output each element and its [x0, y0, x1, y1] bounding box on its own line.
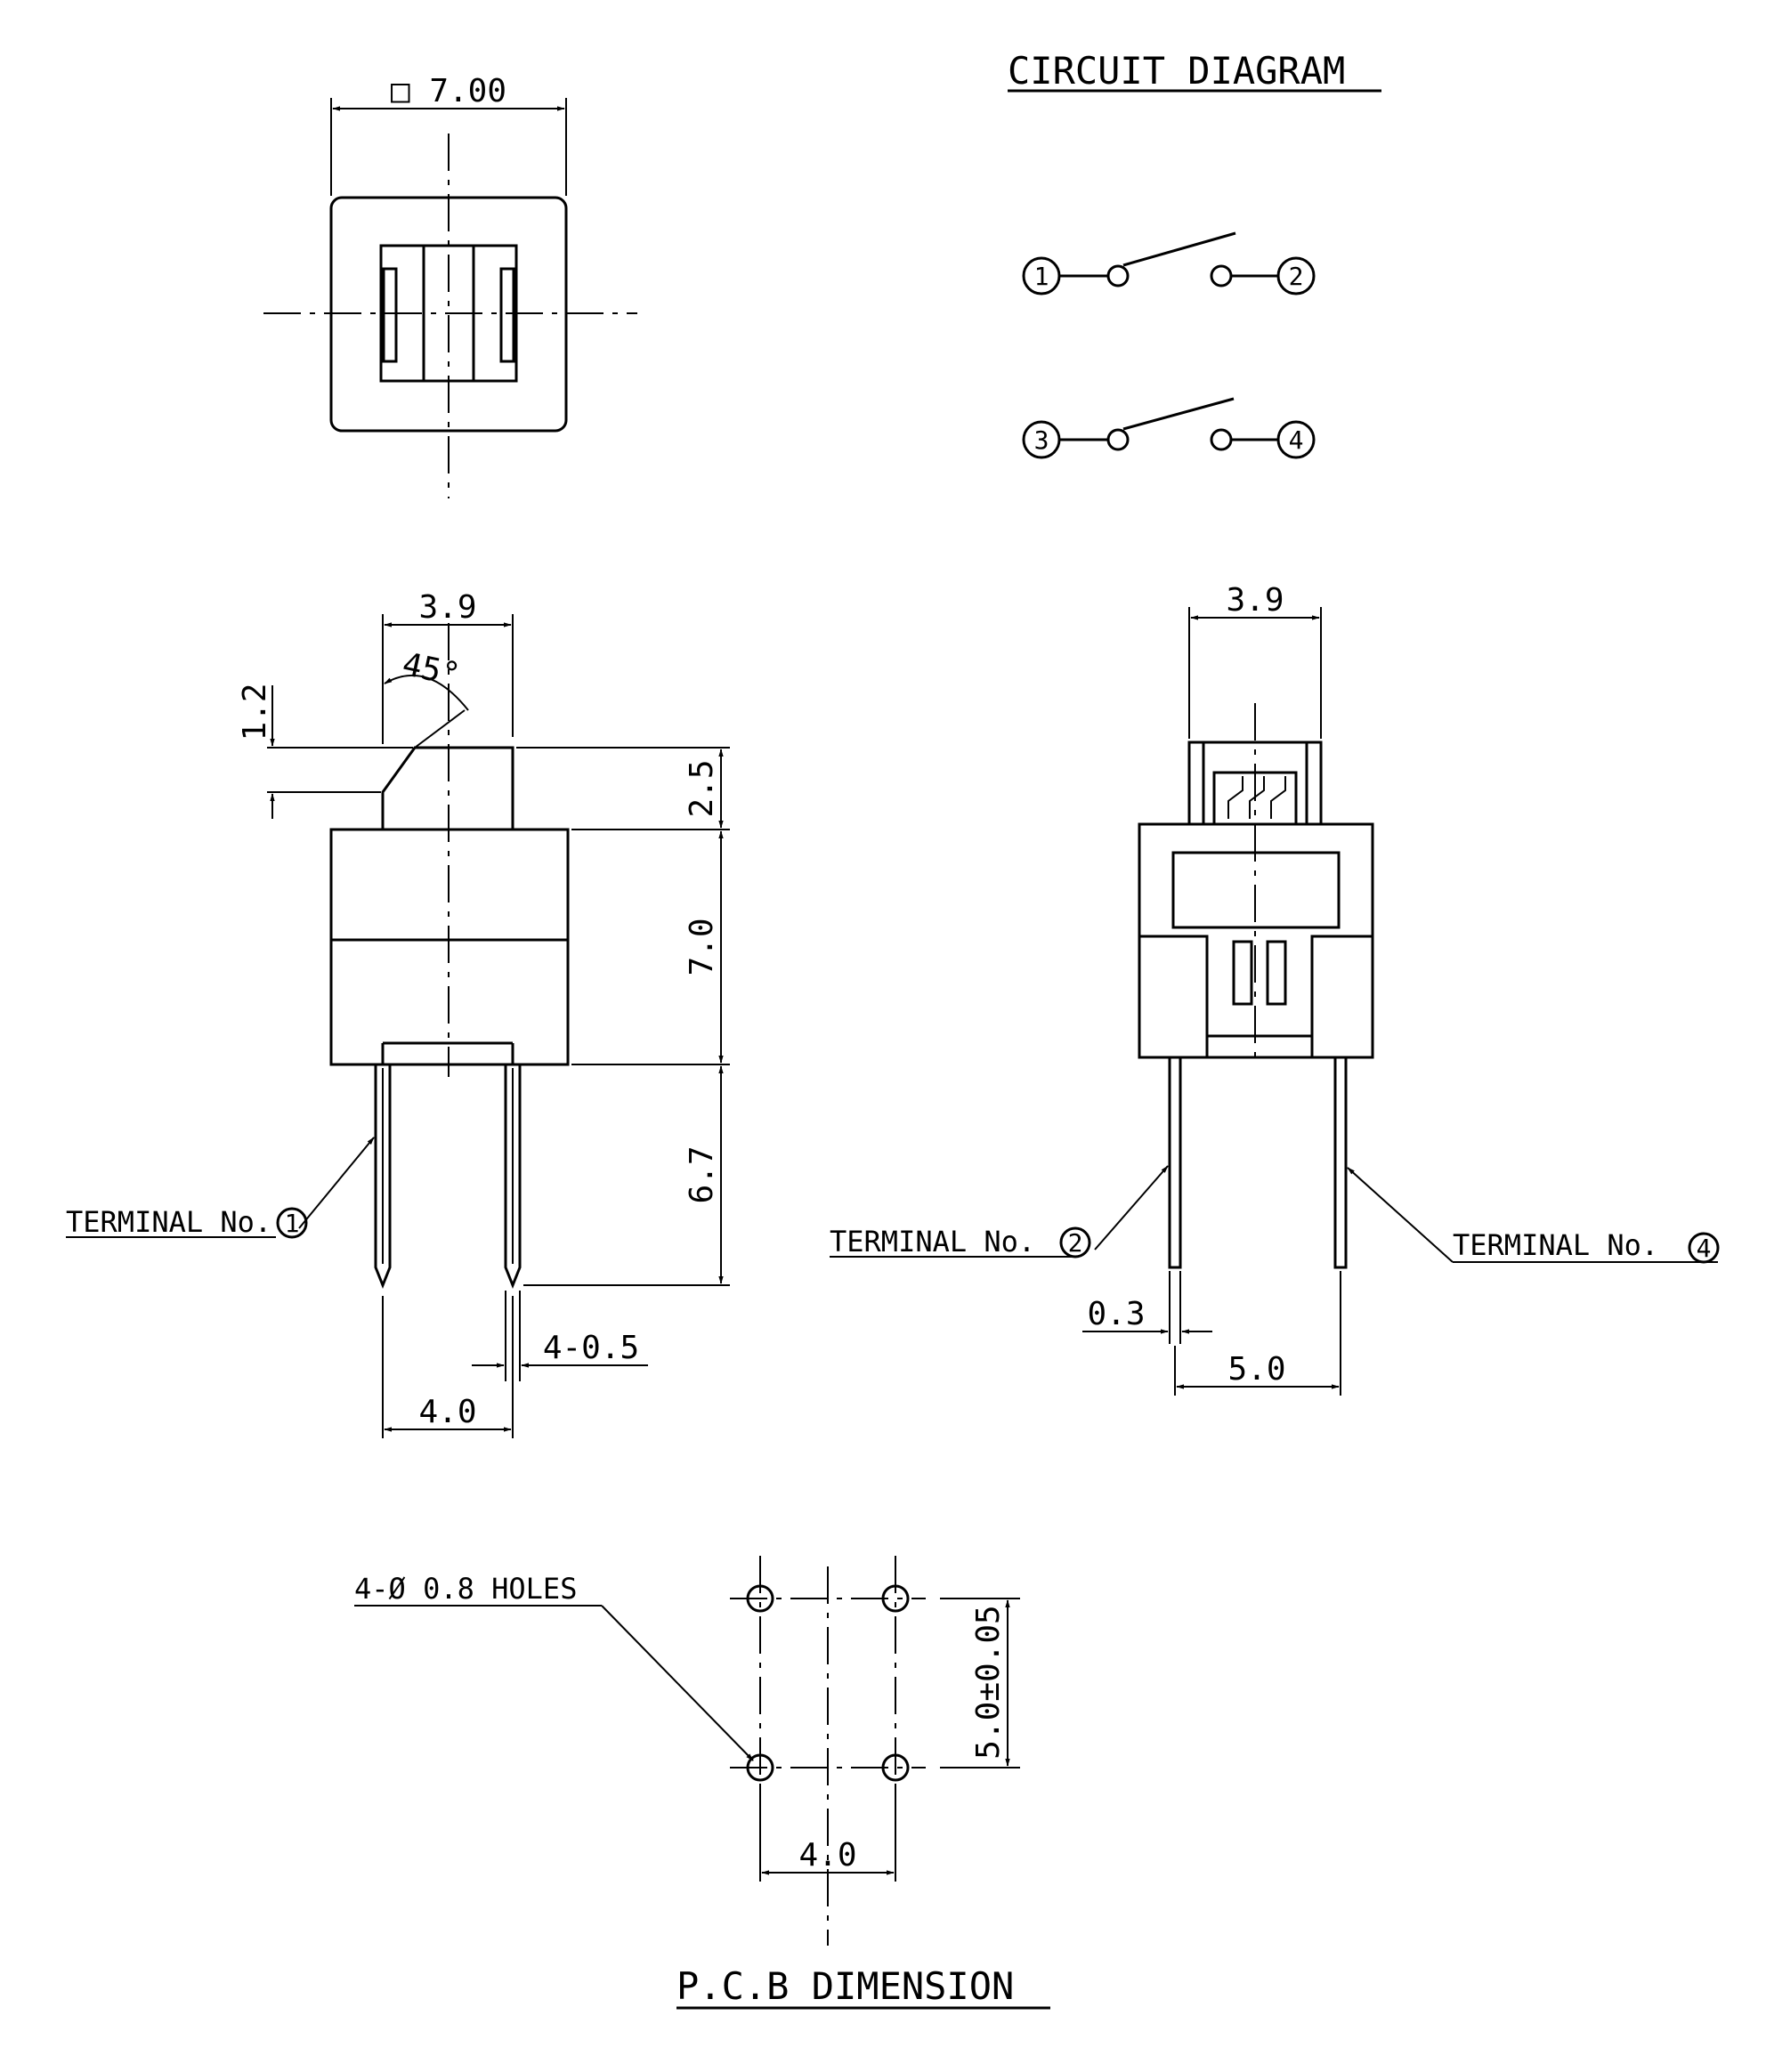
switch-1-contact-right	[1210, 264, 1233, 287]
switch-2-blade	[1122, 397, 1235, 431]
pcb-title: P.C.B DIMENSION	[676, 1964, 1014, 2008]
terminal-2-leader	[1094, 1165, 1169, 1250]
terminal-4-label-number: 4	[1697, 1234, 1712, 1263]
side-view-pin-pitch-label: 4.0	[418, 1394, 476, 1430]
side-view-angle-label: 45°	[399, 646, 463, 694]
terminal-2-number: 2	[1289, 262, 1304, 291]
pcb-horizontal-label: 4.0	[798, 1837, 856, 1874]
terminal-1-number: 1	[1034, 262, 1049, 291]
top-view: □ 7.00	[263, 73, 637, 498]
switch-1-blade	[1122, 231, 1236, 267]
terminal-2-label: TERMINAL No.	[830, 1225, 1035, 1259]
front-view-pin-pitch-label: 5.0	[1227, 1351, 1285, 1388]
terminal-1-leader	[298, 1137, 375, 1229]
side-view-chamfer-label: 1.2	[237, 683, 273, 741]
side-view-body-height-label: 7.0	[684, 918, 720, 975]
switch-2-contact-left	[1106, 428, 1130, 451]
terminal-1-label: TERMINAL No.	[66, 1205, 271, 1239]
circuit-diagram-title: CIRCUIT DIAGRAM	[1008, 49, 1345, 93]
terminal-4-label: TERMINAL No.	[1453, 1228, 1658, 1262]
front-view-pin-right	[1333, 1056, 1348, 1269]
terminal-4-label-circle	[1688, 1232, 1720, 1264]
side-view-pin-left	[374, 1064, 392, 1290]
terminal-3-number: 3	[1034, 425, 1049, 455]
side-view: 3.9 45° 1.2 2.5 7.0 6.7 4-0.5 4.0	[66, 589, 730, 1438]
pcb-holes-leader	[601, 1605, 754, 1761]
pcb-hole-top-left	[746, 1584, 774, 1613]
switch-1-contact-left	[1106, 264, 1130, 287]
pcb-view: 4-Ø 0.8 HOLES 5.0±0.05 4.0 P.C.B DIMENSI…	[354, 1556, 1050, 2010]
pcb-hole-top-right	[881, 1584, 910, 1613]
front-view-slot-right	[1266, 940, 1287, 1006]
terminal-1-label-circle	[276, 1207, 308, 1239]
side-view-angle-arc	[384, 675, 469, 711]
side-view-pin-right	[504, 1064, 522, 1290]
side-view-actuator-width-label: 3.9	[418, 589, 476, 626]
side-view-actuator-height-label: 2.5	[684, 759, 720, 817]
terminal-4-leader	[1347, 1167, 1454, 1263]
front-view: 3.9 0.3 5.0 TERMINAL No. 2 TERMINAL No. …	[830, 582, 1720, 1396]
terminal-4-number: 4	[1289, 425, 1304, 455]
side-view-pin-length-label: 6.7	[684, 1145, 720, 1203]
pcb-hole-bottom-left	[746, 1753, 774, 1782]
front-view-slot-left	[1232, 940, 1253, 1006]
pcb-holes-label: 4-Ø 0.8 HOLES	[354, 1572, 577, 1606]
top-view-width-label: □ 7.00	[391, 73, 506, 109]
front-view-pin-left	[1168, 1056, 1182, 1269]
terminal-4-circle	[1276, 420, 1316, 459]
terminal-2-label-number: 2	[1068, 1228, 1083, 1258]
terminal-2-label-circle	[1059, 1226, 1091, 1259]
side-view-pin-width-label: 4-0.5	[543, 1330, 639, 1366]
terminal-2-circle	[1276, 256, 1316, 295]
terminal-1-label-number: 1	[285, 1209, 300, 1238]
front-view-pin-thickness-label: 0.3	[1087, 1296, 1145, 1332]
front-view-actuator-width-label: 3.9	[1226, 582, 1284, 619]
pcb-hole-bottom-right	[881, 1753, 910, 1782]
pcb-vertical-label: 5.0±0.05	[970, 1605, 1007, 1759]
circuit-diagram: CIRCUIT DIAGRAM 1 2 3 4	[1008, 49, 1381, 459]
switch-2-contact-right	[1210, 428, 1233, 451]
